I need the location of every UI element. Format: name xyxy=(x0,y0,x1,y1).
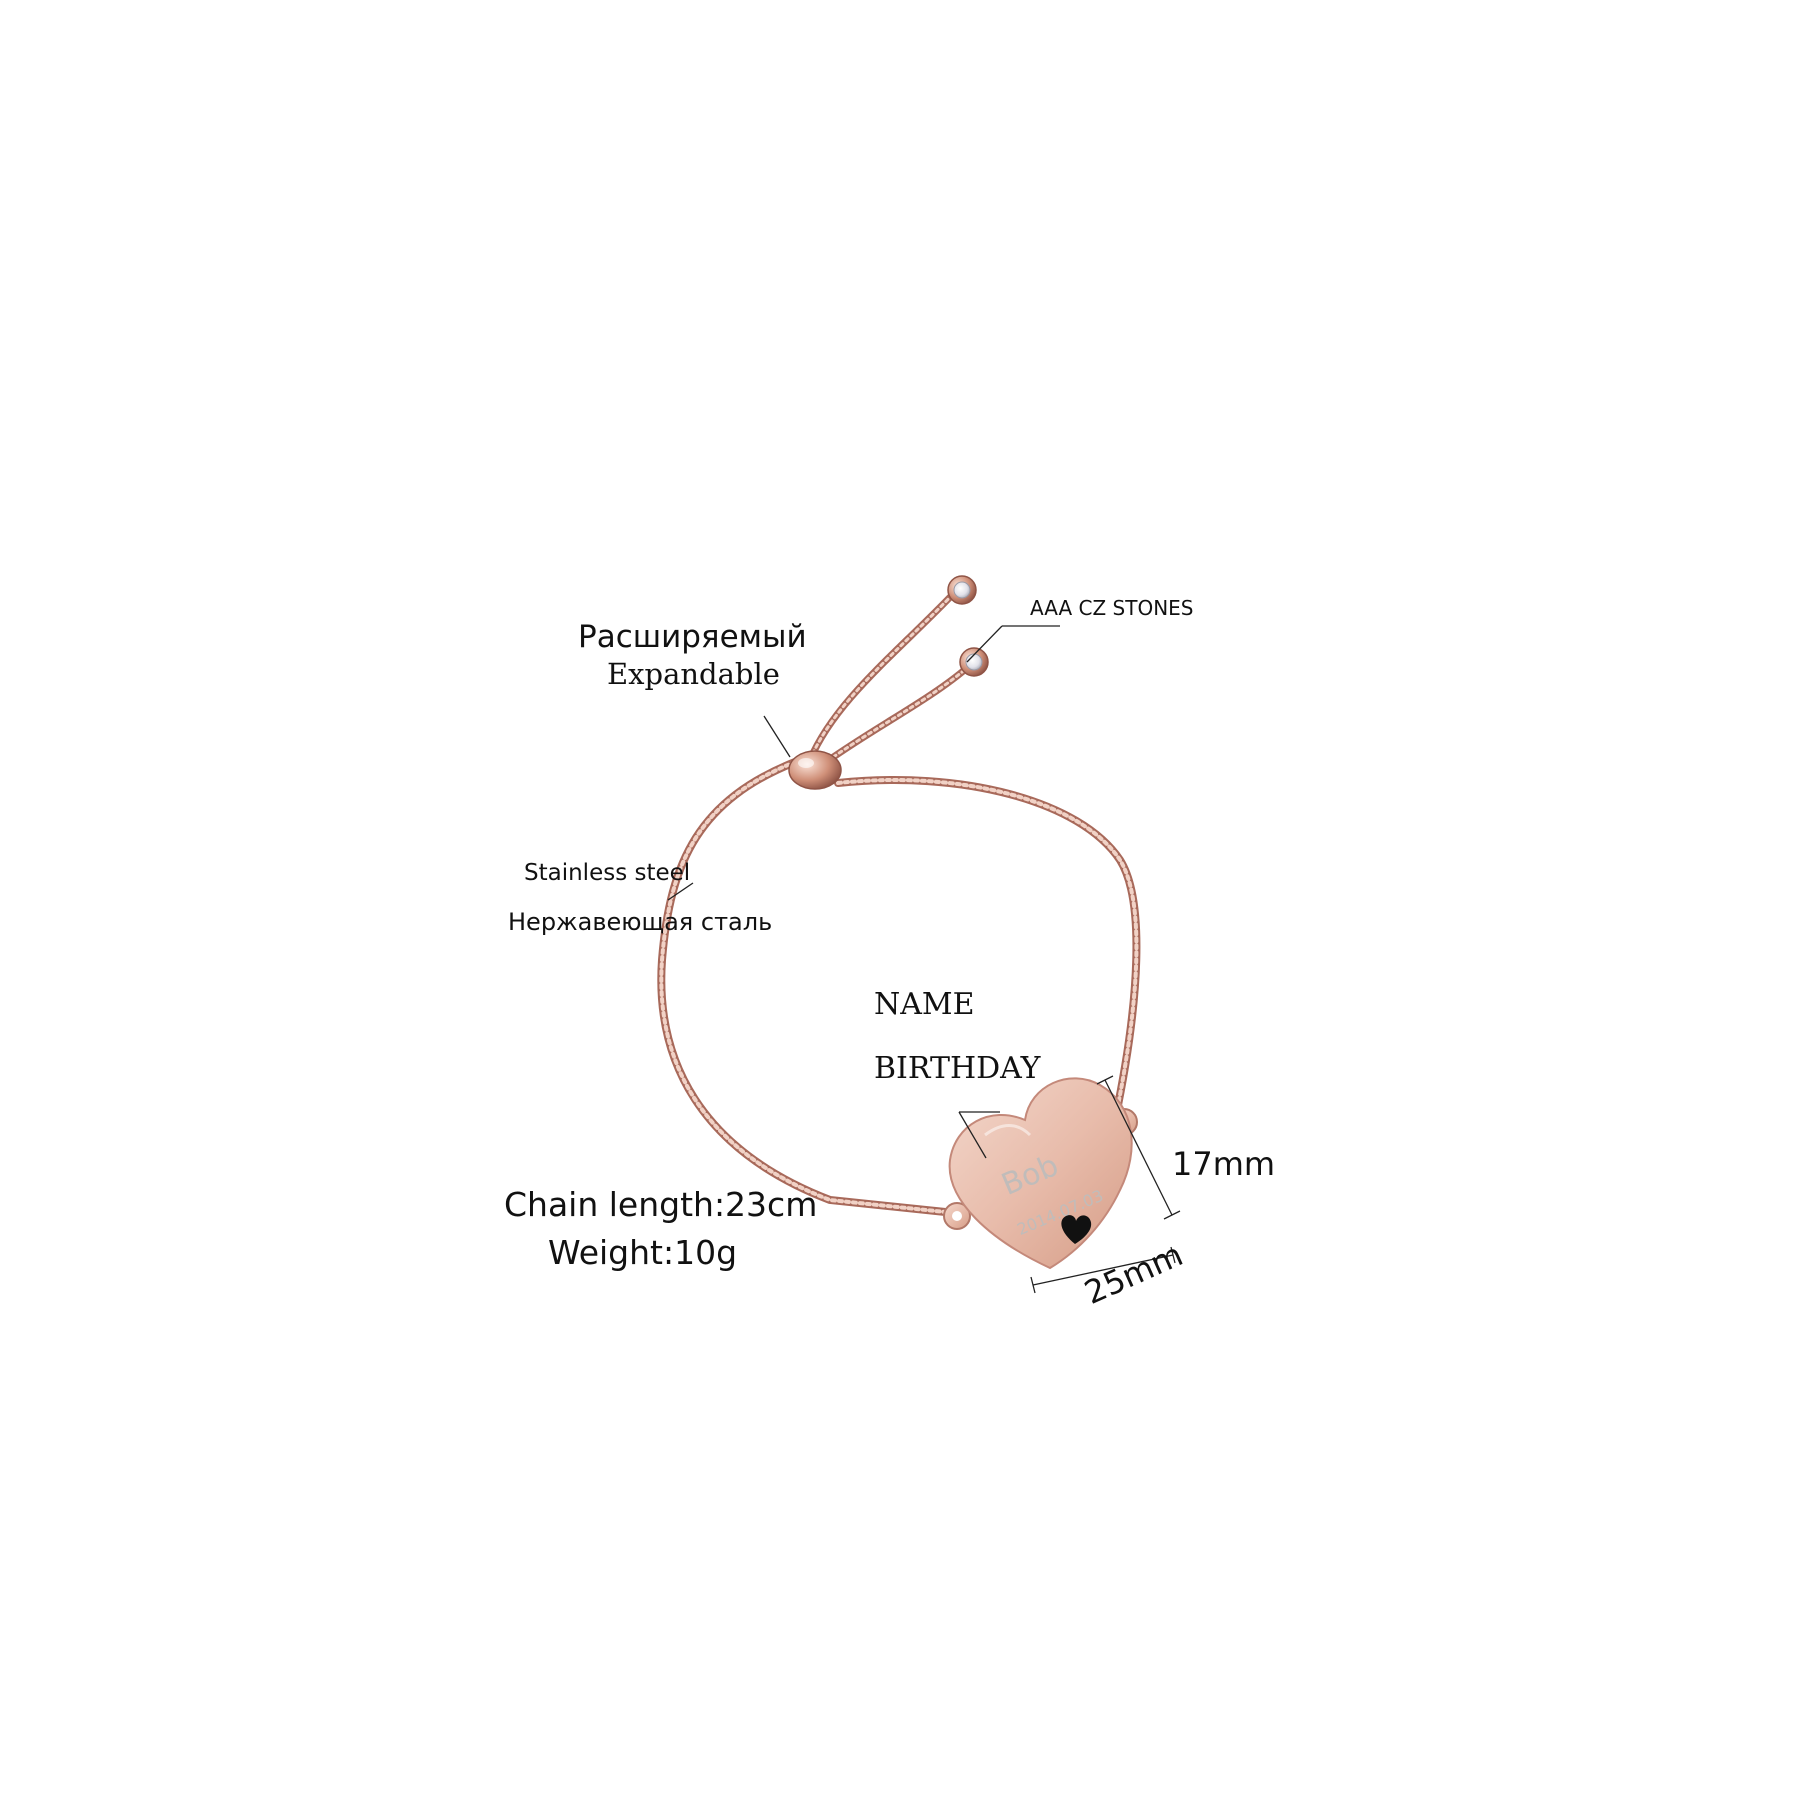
bracelet-chain xyxy=(657,588,1141,1217)
dimension-line-height xyxy=(1104,1079,1173,1216)
label-expandable-ru: Расширяемый xyxy=(578,619,807,655)
cz-stone-upper xyxy=(947,575,977,605)
heart-pendant: Bob 2014.07.03 xyxy=(943,1077,1138,1270)
label-chain-length: Chain length:23cm xyxy=(504,1185,818,1224)
leader-lines xyxy=(667,625,1181,1294)
cz-stone-lower xyxy=(959,647,989,677)
slider-bead xyxy=(788,750,842,790)
label-material-ru: Нержавеющая сталь xyxy=(508,908,773,936)
small-heart-icon xyxy=(1061,1215,1092,1244)
leader-engraving xyxy=(958,1111,987,1159)
label-birthday: BIRTHDAY xyxy=(874,1051,1041,1086)
label-expandable-en: Expandable xyxy=(607,657,780,691)
label-height-dimension: 17mm xyxy=(1172,1145,1276,1183)
dimension-line-width xyxy=(1032,1254,1174,1286)
label-name: NAME xyxy=(874,987,975,1022)
label-cz-stones: AAA CZ STONES xyxy=(1030,596,1194,620)
leader-material xyxy=(667,882,694,901)
label-material-en: Stainless steel xyxy=(524,860,691,886)
leader-cz-stones xyxy=(966,625,1003,663)
chain-tail-lower xyxy=(818,663,972,769)
leader-expandable xyxy=(763,715,791,758)
chain-tail-upper xyxy=(806,588,959,764)
label-weight: Weight:10g xyxy=(548,1233,738,1272)
